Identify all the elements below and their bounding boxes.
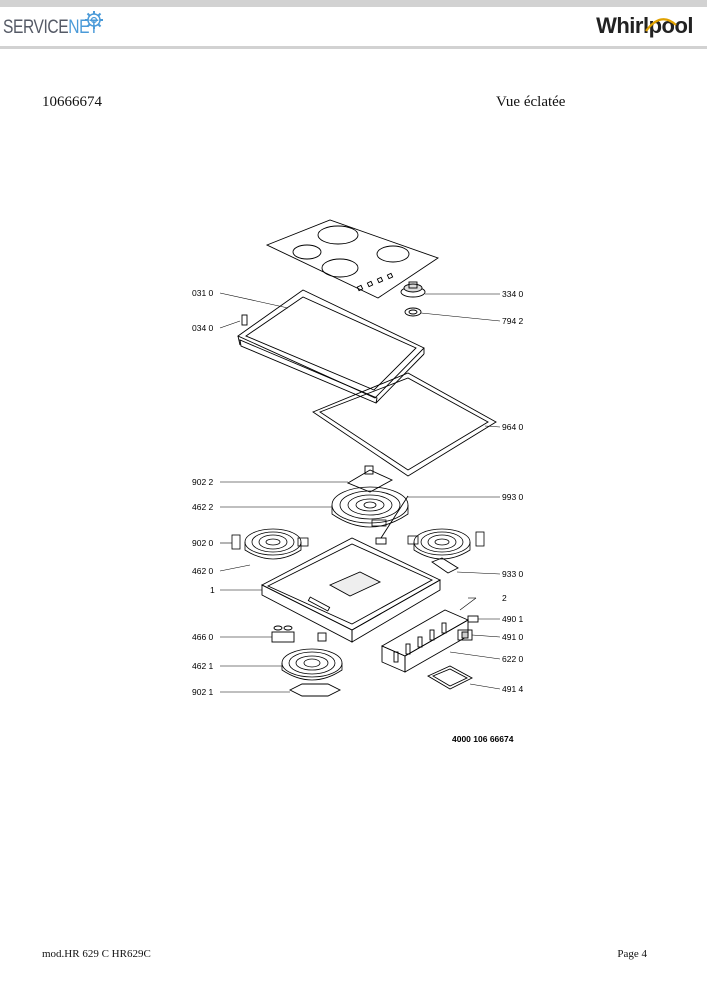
whirlpool-logo: Whirlpool bbox=[596, 13, 693, 39]
terminal-466-0 bbox=[271, 625, 327, 643]
part-label: 933 0 bbox=[502, 569, 524, 579]
header: SERVICENET Whirlpool bbox=[0, 7, 707, 47]
footer-page: Page 4 bbox=[617, 948, 647, 960]
part-label: 031 0 bbox=[192, 288, 214, 298]
part-label: 462 0 bbox=[192, 566, 214, 576]
knob bbox=[400, 281, 426, 317]
burner-right bbox=[407, 528, 485, 560]
part-label: 964 0 bbox=[502, 422, 524, 432]
part-label: 334 0 bbox=[502, 289, 524, 299]
burner-462-1 bbox=[281, 648, 343, 681]
part-label: 902 1 bbox=[192, 687, 214, 697]
part-label: 462 1 bbox=[192, 661, 214, 671]
bracket-933-0 bbox=[431, 557, 459, 574]
part-label: 462 2 bbox=[192, 502, 214, 512]
servicenet-logo: SERVICENET bbox=[3, 17, 99, 39]
logo-text-net: NET bbox=[68, 17, 99, 38]
whirlpool-logo-text: Whirlpool bbox=[596, 13, 693, 38]
burner-462-2 bbox=[331, 486, 409, 528]
part-label: 034 0 bbox=[192, 323, 214, 333]
glass-top bbox=[265, 219, 439, 299]
logo-text-service: SERVICE bbox=[3, 17, 69, 38]
part-label: 622 0 bbox=[502, 654, 524, 664]
top-bar bbox=[0, 0, 707, 7]
frame bbox=[237, 289, 425, 404]
part-label: 902 0 bbox=[192, 538, 214, 548]
leader-lines bbox=[219, 292, 501, 693]
gear-icon bbox=[85, 11, 103, 29]
bracket-902-1 bbox=[288, 683, 342, 697]
connector-993-0 bbox=[375, 495, 409, 545]
seal bbox=[312, 372, 497, 477]
exploded-view-diagram: 031 0 034 0 334 0 794 2 964 0 902 2 462 … bbox=[192, 219, 524, 744]
burner-462-0 bbox=[231, 528, 309, 560]
footer-model: mod.HR 629 C HR629C bbox=[42, 948, 151, 960]
part-label: 1 bbox=[210, 585, 215, 595]
header-divider bbox=[0, 46, 707, 49]
part-label: 490 1 bbox=[502, 614, 524, 624]
part-label: 466 0 bbox=[192, 632, 214, 642]
control-box bbox=[380, 609, 470, 673]
part-label: 794 2 bbox=[502, 316, 524, 326]
document-title: Vue éclatée bbox=[496, 94, 566, 110]
document-id: 10666674 bbox=[42, 94, 102, 110]
plate-491-4 bbox=[427, 665, 473, 690]
part-label: 993 0 bbox=[502, 492, 524, 502]
logo-swirl-icon bbox=[645, 18, 677, 32]
diagram-code: 4000 106 66674 bbox=[452, 734, 514, 744]
part-label: 902 2 bbox=[192, 477, 214, 487]
part-label: 2 bbox=[502, 593, 507, 603]
base-tray bbox=[261, 537, 441, 643]
part-label: 491 0 bbox=[502, 632, 524, 642]
bracket-902-2 bbox=[346, 465, 394, 493]
part-label: 491 4 bbox=[502, 684, 524, 694]
